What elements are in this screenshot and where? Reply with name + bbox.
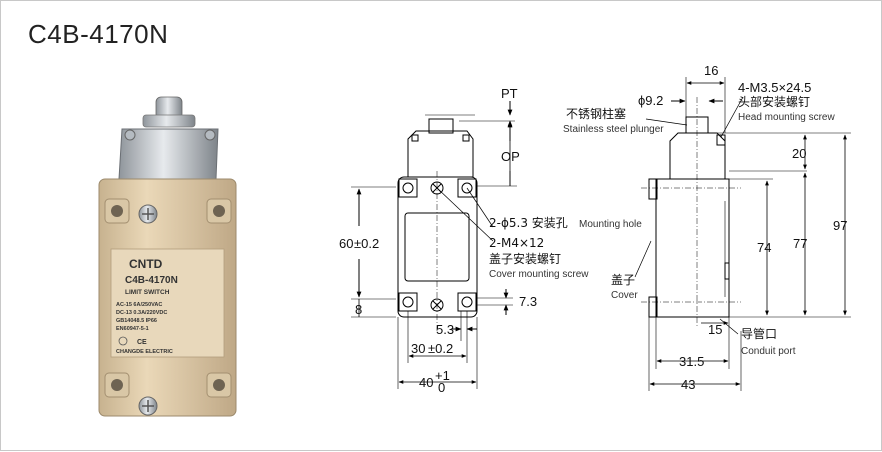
dim-head-width: 16 bbox=[704, 63, 718, 78]
photo-brand: CNTD bbox=[129, 257, 163, 271]
head-screw-label-cn: 头部安装螺钉 bbox=[738, 94, 810, 109]
cover-screw-label-cn: 盖子安装螺钉 bbox=[489, 251, 561, 266]
dim-pt: PT bbox=[501, 86, 518, 101]
dim-height-tol: ±0.2 bbox=[354, 236, 379, 251]
plunger-label-cn: 不锈钢柱塞 bbox=[566, 106, 626, 121]
cover-screw-label-en: Cover mounting screw bbox=[489, 269, 589, 280]
conduit-label-en: Conduit port bbox=[741, 346, 796, 357]
conduit-label-cn: 导管口 bbox=[741, 326, 777, 341]
dim-total-depth: 43 bbox=[681, 377, 695, 392]
head-screw-code: 4-M3.5×24.5 bbox=[738, 80, 811, 95]
dim-offset: 5.3 bbox=[436, 322, 454, 337]
dim-bottom: 8 bbox=[355, 302, 362, 317]
side-view-drawing bbox=[634, 77, 851, 391]
dim-hole-tol: ±0.2 bbox=[428, 341, 453, 356]
photo-spec-1: AC-15 6A/250VAC bbox=[116, 302, 162, 308]
dim-op: OP bbox=[501, 149, 520, 164]
dim-74: 74 bbox=[757, 240, 771, 255]
cover-screw-code: 2-M4×12 bbox=[489, 236, 544, 250]
dim-width-tol-upper: +1 bbox=[435, 368, 450, 383]
product-photo: CNTD C4B-4170N LIMIT SWITCH AC-15 6A/250… bbox=[98, 96, 237, 417]
photo-model: C4B-4170N bbox=[125, 275, 178, 286]
mount-hole-label-cn: 2-ϕ5.3 安装孔 bbox=[489, 215, 568, 230]
plunger-label-en: Stainless steel plunger bbox=[563, 124, 664, 135]
cover-label-cn: 盖子 bbox=[611, 273, 635, 287]
dim-77: 77 bbox=[793, 236, 807, 251]
dim-conduit: 15 bbox=[708, 322, 722, 337]
ce-mark-icon: CE bbox=[137, 339, 147, 346]
photo-subtitle: LIMIT SWITCH bbox=[125, 289, 170, 296]
front-view-drawing bbox=[351, 101, 517, 389]
dim-height: 60 bbox=[339, 236, 353, 251]
photo-maker: CHANGDE ELECTRIC bbox=[116, 349, 173, 355]
dim-plunger-diameter: ϕ9.2 bbox=[638, 93, 663, 108]
dim-width: 40 bbox=[419, 375, 433, 390]
dim-hole-pitch: 30 bbox=[411, 341, 425, 356]
photo-spec-3: GB14048.5 IP66 bbox=[116, 318, 157, 324]
dim-depth: 31.5 bbox=[679, 354, 704, 369]
dim-width-tol-lower: 0 bbox=[438, 380, 445, 395]
mount-hole-label-en: Mounting hole bbox=[579, 219, 642, 230]
page-title: C4B-4170N bbox=[28, 19, 169, 49]
dim-hole-height: 7.3 bbox=[519, 294, 537, 309]
ccc-mark-icon bbox=[118, 336, 128, 346]
photo-spec-2: DC-13 0.3A/220VDC bbox=[116, 310, 167, 316]
cover-label-en: Cover bbox=[611, 290, 638, 301]
photo-spec-4: EN60947-5-1 bbox=[116, 326, 149, 332]
dim-20: 20 bbox=[792, 146, 806, 161]
head-screw-label-en: Head mounting screw bbox=[738, 112, 835, 123]
dim-97: 97 bbox=[833, 218, 847, 233]
